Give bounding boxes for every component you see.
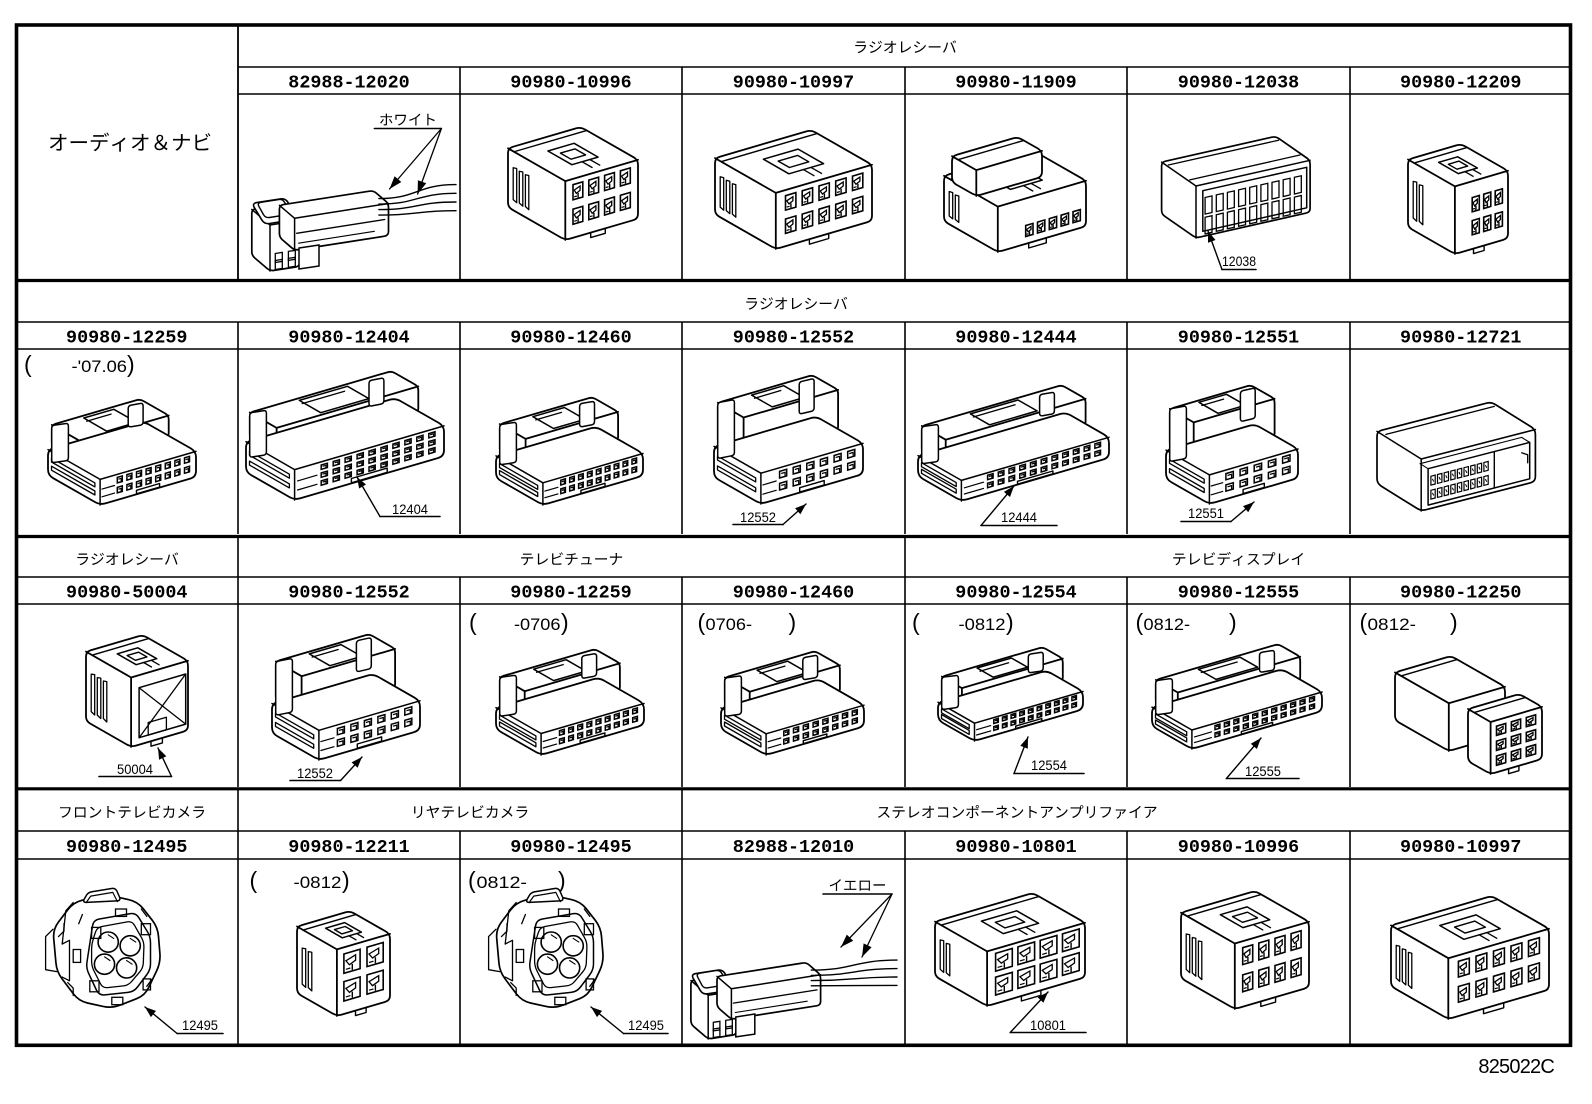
svg-text:0812-: 0812- xyxy=(1144,615,1191,634)
svg-text:90980-12495: 90980-12495 xyxy=(66,837,187,858)
svg-text:12551: 12551 xyxy=(1188,505,1224,521)
svg-text:): ) xyxy=(342,867,350,893)
svg-text:90980-12554: 90980-12554 xyxy=(955,583,1076,604)
svg-text:90980-12552: 90980-12552 xyxy=(288,583,409,604)
svg-text:90980-12209: 90980-12209 xyxy=(1400,73,1521,94)
svg-text:(: ( xyxy=(1360,609,1368,635)
svg-text:90980-12460: 90980-12460 xyxy=(510,328,631,349)
svg-text:(: ( xyxy=(469,609,477,635)
svg-text:82988-12020: 82988-12020 xyxy=(288,73,409,94)
svg-text:90980-50004: 90980-50004 xyxy=(66,583,187,604)
svg-text:90980-12038: 90980-12038 xyxy=(1178,73,1299,94)
svg-text:90980-12551: 90980-12551 xyxy=(1178,328,1299,349)
svg-text:): ) xyxy=(127,351,135,377)
svg-text:90980-12444: 90980-12444 xyxy=(955,328,1076,349)
svg-text:90980-12259: 90980-12259 xyxy=(510,583,631,604)
svg-text:0812-: 0812- xyxy=(1368,615,1417,634)
svg-text:12495: 12495 xyxy=(182,1017,218,1033)
svg-text:0706-: 0706- xyxy=(706,615,753,634)
svg-text:-0706: -0706 xyxy=(514,615,561,634)
svg-text:12555: 12555 xyxy=(1245,763,1281,779)
svg-text:-0812: -0812 xyxy=(959,615,1006,634)
svg-text:12554: 12554 xyxy=(1031,757,1067,773)
svg-text:82988-12010: 82988-12010 xyxy=(733,837,854,858)
svg-text:(: ( xyxy=(24,351,32,377)
svg-text:12038: 12038 xyxy=(1222,253,1256,269)
svg-text:(: ( xyxy=(468,867,476,893)
svg-text:): ) xyxy=(1229,609,1237,635)
svg-text:): ) xyxy=(789,609,797,635)
svg-text:10801: 10801 xyxy=(1030,1017,1066,1033)
svg-text:90980-10996: 90980-10996 xyxy=(1178,837,1299,858)
svg-text:90980-12460: 90980-12460 xyxy=(733,583,854,604)
svg-text:825022C: 825022C xyxy=(1478,1056,1554,1078)
svg-text:(: ( xyxy=(912,609,920,635)
svg-text:(: ( xyxy=(1136,609,1144,635)
svg-text:90980-12721: 90980-12721 xyxy=(1400,328,1521,349)
svg-text:0812-: 0812- xyxy=(477,873,528,892)
svg-text:50004: 50004 xyxy=(117,761,153,777)
svg-text:): ) xyxy=(558,867,566,893)
svg-text:90980-10996: 90980-10996 xyxy=(510,73,631,94)
svg-text:-'07.06: -'07.06 xyxy=(72,357,128,376)
svg-text:90980-10801: 90980-10801 xyxy=(955,837,1076,858)
svg-text:90980-12259: 90980-12259 xyxy=(66,328,187,349)
svg-text:90980-10997: 90980-10997 xyxy=(733,73,854,94)
svg-text:90980-12552: 90980-12552 xyxy=(733,328,854,349)
svg-text:): ) xyxy=(1006,609,1014,635)
svg-text:12495: 12495 xyxy=(628,1017,664,1033)
svg-text:90980-12211: 90980-12211 xyxy=(288,837,409,858)
svg-text:): ) xyxy=(561,609,569,635)
svg-text:(: ( xyxy=(698,609,706,635)
svg-text:90980-11909: 90980-11909 xyxy=(955,73,1076,94)
svg-text:): ) xyxy=(1450,609,1458,635)
svg-text:(: ( xyxy=(250,867,258,893)
svg-text:12404: 12404 xyxy=(392,501,428,517)
svg-text:12552: 12552 xyxy=(740,509,776,525)
svg-text:12444: 12444 xyxy=(1001,509,1037,525)
svg-text:90980-10997: 90980-10997 xyxy=(1400,837,1521,858)
svg-text:12552: 12552 xyxy=(297,765,333,781)
svg-text:90980-12404: 90980-12404 xyxy=(288,328,409,349)
svg-text:-0812: -0812 xyxy=(294,873,342,892)
svg-text:90980-12495: 90980-12495 xyxy=(510,837,631,858)
svg-text:90980-12555: 90980-12555 xyxy=(1178,583,1299,604)
svg-text:90980-12250: 90980-12250 xyxy=(1400,583,1521,604)
